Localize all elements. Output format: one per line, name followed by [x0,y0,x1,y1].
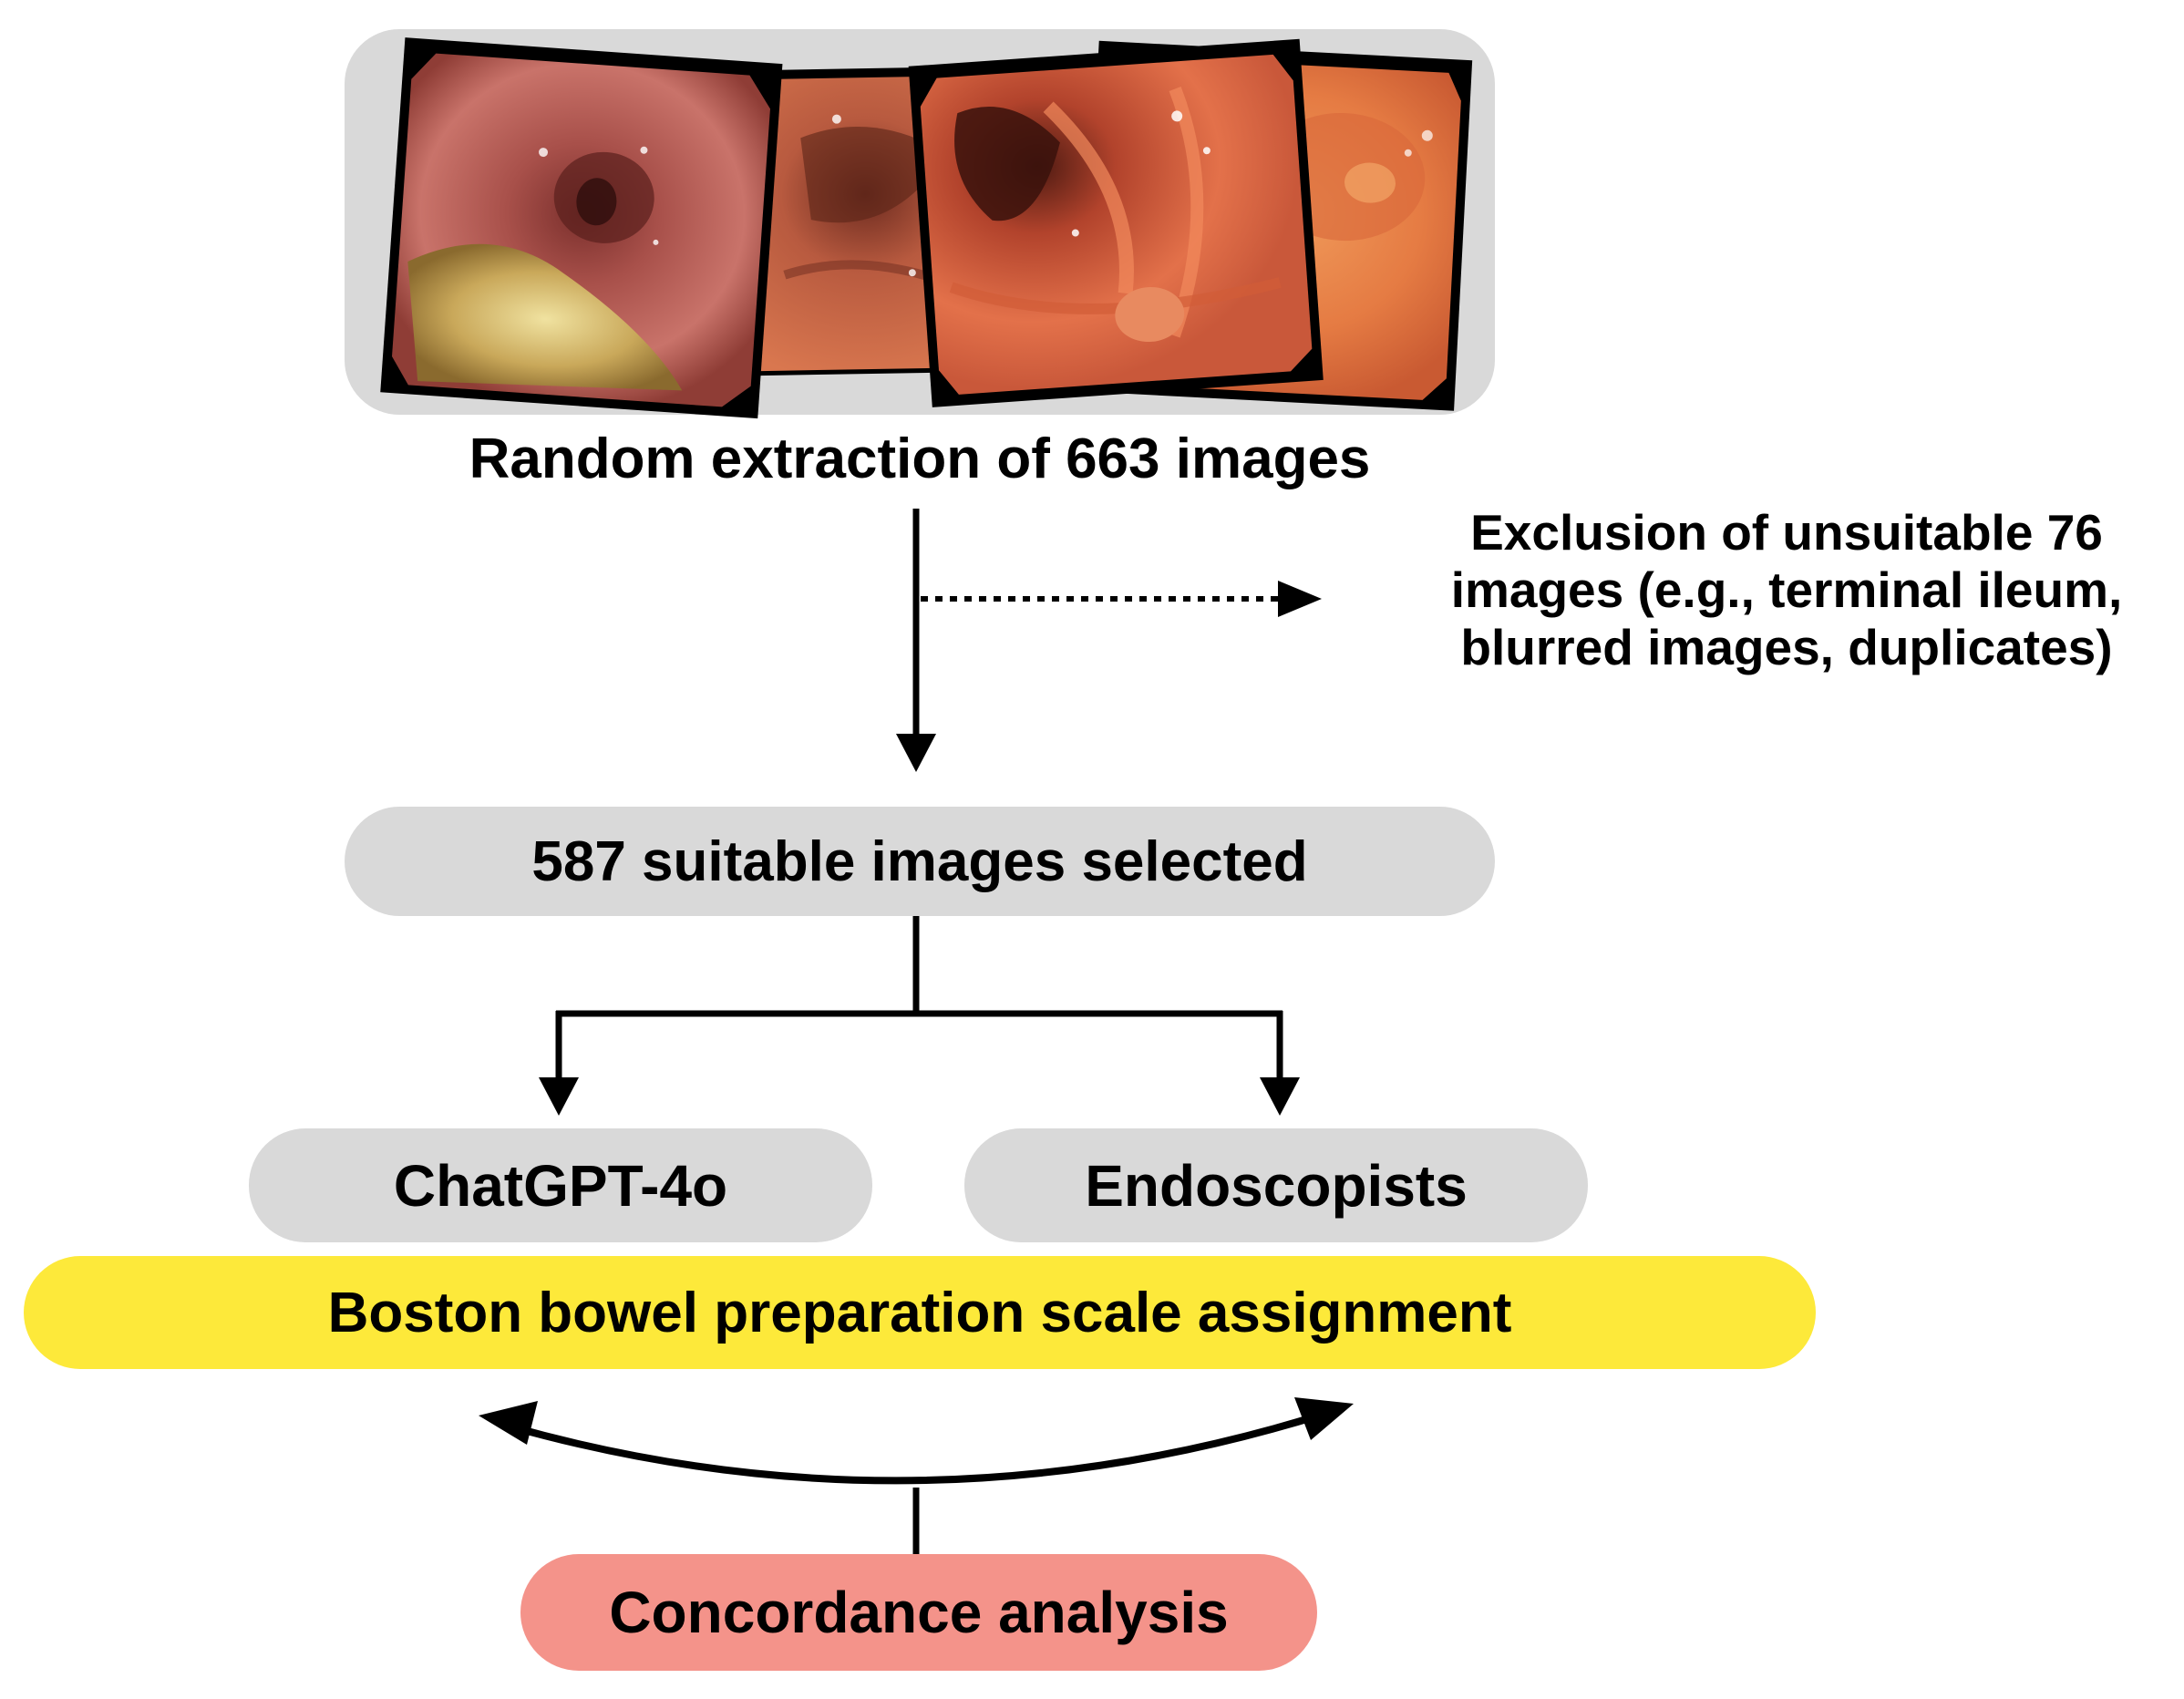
concordance-analysis-label: Concordance analysis [609,1580,1229,1645]
endoscopists-label: Endoscopists [1085,1152,1468,1219]
exclusion-label: Exclusion of unsuitable 76 images (e.g.,… [1450,504,2123,675]
arrowhead-step1-to-selected [896,734,936,772]
colonoscopy-image-1 [380,37,783,419]
arrowhead-exclusion [1278,581,1322,617]
split-connector [539,916,1300,1116]
curve-arrowhead-left [479,1401,538,1445]
colonoscopy-image-3 [908,38,1324,407]
concordance-analysis-box: Concordance analysis [520,1554,1317,1671]
endoscopists-box: Endoscopists [964,1128,1588,1242]
selected-images-box: 587 suitable images selected [345,807,1495,916]
step1-label: Random extraction of 663 images [469,427,1371,490]
bbps-assignment-box: Boston bowel preparation scale assignmen… [24,1256,1816,1369]
concordance-curve [509,1411,1324,1485]
chatgpt-label: ChatGPT-4o [393,1152,728,1219]
bbps-assignment-label: Boston bowel preparation scale assignmen… [327,1281,1512,1344]
curve-arrowhead-right [1294,1397,1354,1440]
chatgpt-box: ChatGPT-4o [249,1128,872,1242]
selected-images-label: 587 suitable images selected [531,829,1308,893]
